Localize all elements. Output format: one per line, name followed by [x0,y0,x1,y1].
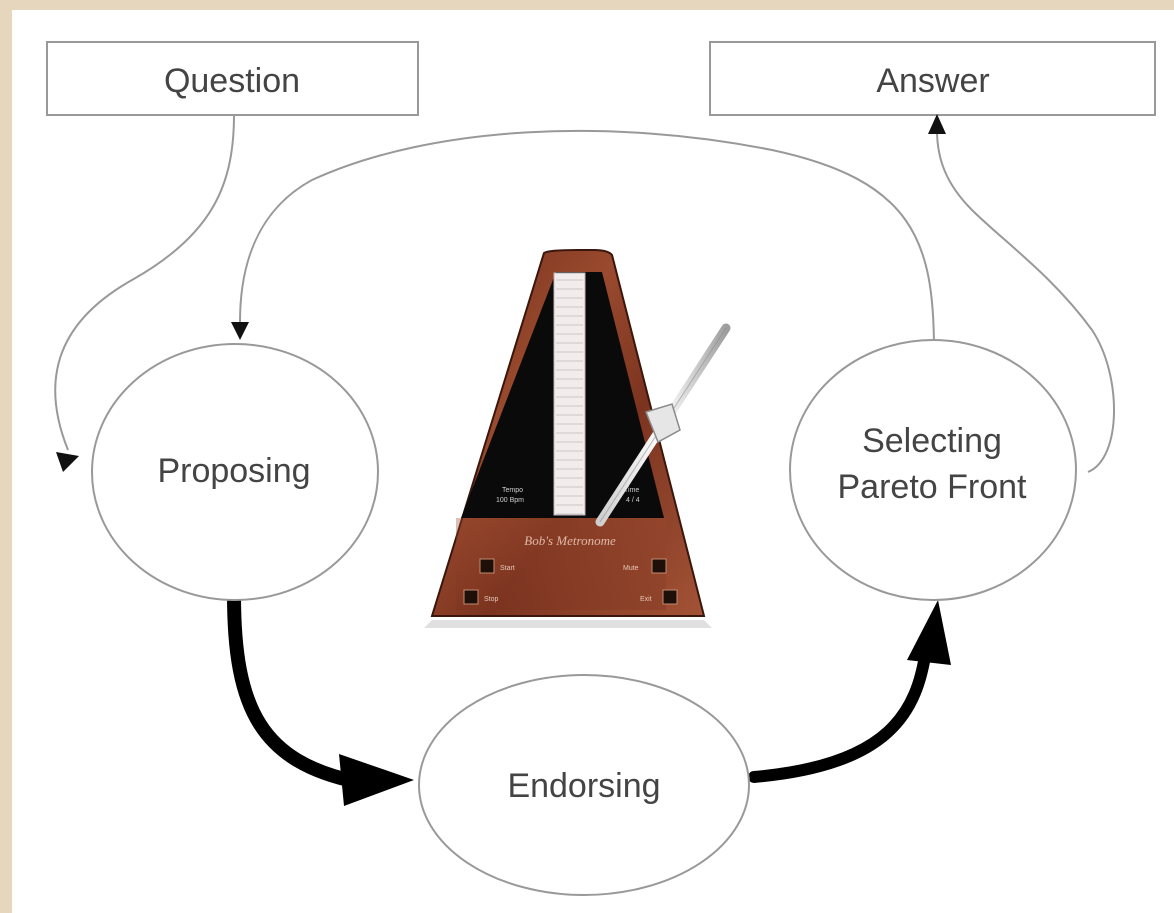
metronome-exit-button [662,589,678,605]
selecting-to-proposing-arrowhead [231,322,249,340]
metronome-time-label: Time [624,487,639,494]
metronome-tempo-value: 100 Bpm [496,497,524,504]
workflow-diagram: Question Answer Proposing Endorsing Sele… [46,41,1156,896]
question-to-proposing-connector [54,114,235,451]
proposing-to-endorsing-arrow [227,588,364,789]
selecting-to-answer-arrowhead [928,114,946,134]
metronome-start-label: Start [500,565,515,572]
answer-node: Answer [709,41,1156,116]
metronome-exit-label: Exit [640,596,652,603]
endorsing-node: Endorsing [418,674,750,896]
metronome-stop-label: Stop [484,596,499,603]
metronome-scale [553,272,586,516]
metronome-stop-button [463,589,479,605]
answer-label: Answer [876,62,989,100]
metronome-pendulum-weight [645,403,681,444]
selecting-label-line1: Selecting [862,422,1002,460]
question-to-proposing-arrowhead [56,452,79,472]
endorsing-to-selecting-arrowhead [907,600,951,665]
selecting-pareto-front-node: Selecting Pareto Front [789,339,1077,601]
diagram-canvas: Question Answer Proposing Endorsing Sele… [12,10,1174,913]
question-node: Question [46,41,419,116]
selecting-label-line2: Pareto Front [838,468,1028,506]
endorsing-to-selecting-arrow [748,644,932,783]
metronome-start-button [479,558,495,574]
metronome-mute-button [651,558,667,574]
endorsing-label: Endorsing [507,767,660,805]
proposing-node: Proposing [91,343,379,601]
metronome-icon: Tempo 100 Bpm Time 4 / 4 Bob's Metronome… [424,249,731,628]
proposing-to-endorsing-arrowhead [339,754,414,806]
metronome-brand: Bob's Metronome [524,533,616,548]
metronome-time-value: 4 / 4 [626,497,640,504]
metronome-mute-label: Mute [623,565,639,572]
selecting-to-answer-connector [936,129,1115,473]
metronome-tempo-label: Tempo [502,487,523,494]
selecting-to-proposing-loop [239,129,935,351]
question-label: Question [164,62,300,100]
proposing-label: Proposing [157,452,310,490]
